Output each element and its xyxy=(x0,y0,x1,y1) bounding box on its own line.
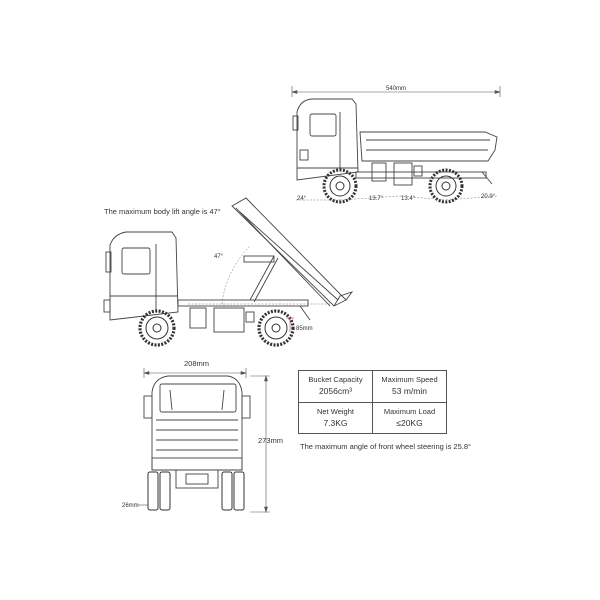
ground-label: 26mm xyxy=(122,503,139,509)
spec-table: Bucket Capacity 2056cm³ Maximum Speed 53… xyxy=(298,370,447,434)
spec-value: ≤20KG xyxy=(396,417,423,428)
spec-bucket-capacity: Bucket Capacity 2056cm³ xyxy=(298,370,373,403)
side-rear-wheel xyxy=(428,168,464,204)
tipper-body xyxy=(231,197,354,307)
hydraulic-ram xyxy=(243,255,279,303)
spec-max-load: Maximum Load ≤20KG xyxy=(372,401,447,434)
lift-angle-label: 47° xyxy=(214,254,224,260)
spec-value: 7.3KG xyxy=(323,417,348,428)
side-cab xyxy=(292,98,359,181)
angle-guides xyxy=(296,195,499,201)
height-dimension xyxy=(250,374,270,514)
length-label: 540mm xyxy=(386,86,406,92)
spec-max-speed: Maximum Speed 53 m/min xyxy=(372,370,447,403)
clearance-label: 85mm xyxy=(296,326,313,332)
width-label: 208mm xyxy=(184,359,209,368)
angle-label-mid-2: 13.4° xyxy=(401,196,416,202)
width-dimension xyxy=(142,368,248,378)
height-label: 273mm xyxy=(258,436,283,445)
spec-value: 2056cm³ xyxy=(318,386,353,397)
angle-label-front: 24° xyxy=(297,196,307,202)
lift-note: The maximum body lift angle is 47° xyxy=(104,207,221,216)
angle-label-mid-1: 13.7° xyxy=(369,196,384,202)
spec-name: Bucket Capacity xyxy=(308,375,363,385)
tipper-rear-wheel xyxy=(257,309,295,347)
spec-name: Maximum Speed xyxy=(381,375,438,385)
steering-note: The maximum angle of front wheel steerin… xyxy=(300,442,471,451)
angle-label-rear: 20.9° xyxy=(481,194,496,200)
tipper-cab xyxy=(103,231,179,321)
spec-value: 53 m/min xyxy=(392,386,427,397)
front-truck xyxy=(143,375,251,489)
length-dimension xyxy=(290,86,502,97)
front-wheels xyxy=(147,471,245,511)
spec-net-weight: Net Weight 7.3KG xyxy=(298,401,373,434)
tipper-chassis xyxy=(177,299,311,333)
lift-angle-arc xyxy=(188,245,330,305)
spec-name: Maximum Load xyxy=(383,406,436,416)
tipper-front-wheel xyxy=(138,309,176,347)
side-bed xyxy=(355,131,498,186)
side-front-wheel xyxy=(322,168,358,204)
spec-name: Net Weight xyxy=(317,406,354,416)
clearance-marker xyxy=(286,317,294,332)
